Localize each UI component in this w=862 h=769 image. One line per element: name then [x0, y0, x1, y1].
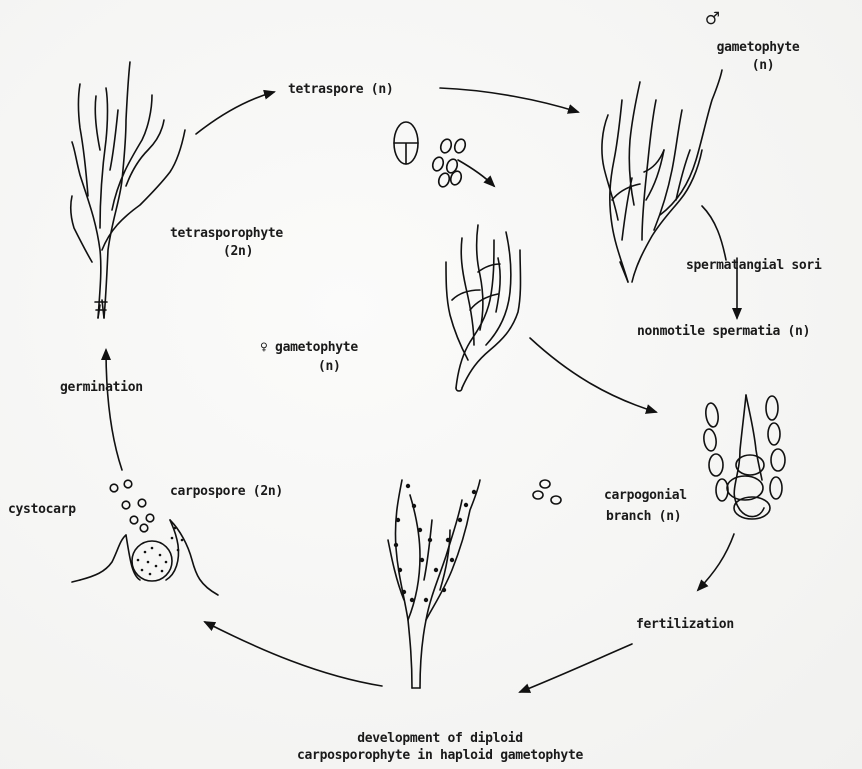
label-tetrasporophyte: tetrasporophyte [170, 226, 283, 242]
label-tetrasporophyte-ploidy: (2n) [223, 244, 253, 260]
carposporophyte-illustration [388, 480, 480, 688]
male-gametophyte-illustration [602, 70, 722, 282]
label-female-gametophyte: ♀ gametophyte [260, 340, 358, 356]
spermatia-illustration [533, 480, 561, 504]
label-carpogonial: carpogonial [604, 488, 687, 504]
tetrasporophyte-illustration [71, 62, 185, 318]
cystocarp-dots [394, 484, 476, 602]
label-development-line1: development of diploid [240, 731, 640, 747]
carpospore-illustration [110, 480, 154, 532]
label-development-line2: carposporophyte in haploid gametophyte [220, 748, 660, 764]
male-symbol: ♂ [706, 8, 719, 32]
carpogonial-branch-illustration [703, 395, 785, 519]
label-cystocarp: cystocarp [8, 502, 76, 518]
label-spermatangial-sori: spermatangial sori [686, 258, 821, 274]
label-tetraspore: tetraspore (n) [288, 82, 393, 98]
label-fertilization: fertilization [636, 617, 734, 633]
tetraspore-illustration [394, 122, 467, 188]
label-carpogonial-branch: branch (n) [606, 509, 681, 525]
label-male-gametophyte-ploidy: (n) [708, 58, 818, 74]
label-male-gametophyte: gametophyte [708, 40, 808, 56]
label-germination: germination [60, 380, 143, 396]
label-nonmotile-spermatia: nonmotile spermatia (n) [637, 324, 810, 340]
cycle-arrows [106, 88, 737, 692]
female-gametophyte-illustration [446, 225, 521, 391]
label-female-gametophyte-ploidy: (n) [318, 359, 341, 375]
label-carpospore: carpospore (2n) [170, 484, 283, 500]
